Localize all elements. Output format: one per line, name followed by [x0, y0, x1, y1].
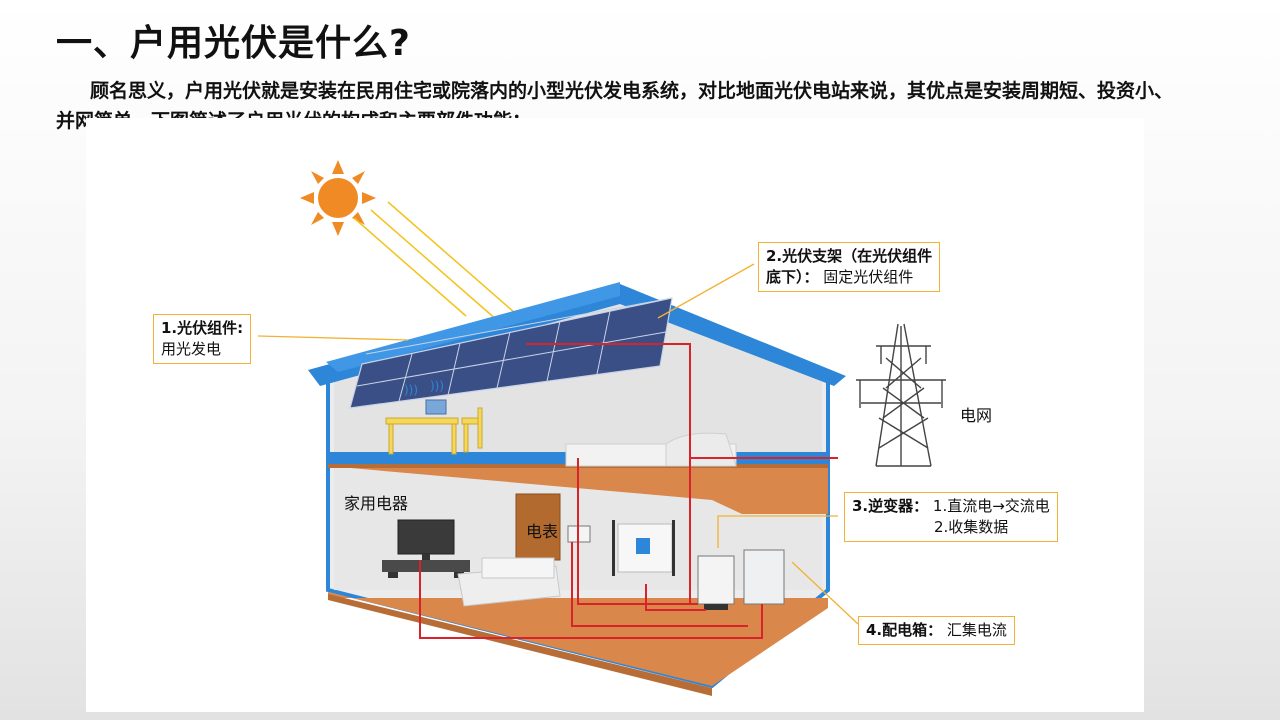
callout-inverter: 3.逆变器： 1.直流电→交流电 2.收集数据	[844, 492, 1058, 542]
monitor-icon	[612, 520, 675, 576]
callout-pv-module: 1.光伏组件: 用光发电	[153, 314, 252, 364]
wifi-icon: )))	[430, 379, 444, 393]
callout-inverter-line2: 2.收集数据	[934, 518, 1009, 536]
label-grid: 电网	[960, 406, 993, 425]
callout-inverter-heading: 3.逆变器：	[852, 497, 929, 515]
laptop	[425, 399, 447, 415]
callout-distribution-box: 4.配电箱： 汇集电流	[858, 616, 1015, 645]
door	[515, 493, 561, 561]
callout-pv-bracket-heading-1: 2.光伏支架（在光伏组件	[766, 247, 933, 265]
callout-distribution-box-text: 汇集电流	[946, 621, 1007, 639]
callout-pv-bracket: 2.光伏支架（在光伏组件 底下）： 固定光伏组件	[758, 242, 941, 292]
callout-pv-bracket-heading-2: 底下）：	[766, 268, 819, 286]
wiring	[419, 343, 838, 639]
callout-pv-module-heading: 1.光伏组件:	[161, 319, 244, 337]
solar-panels	[349, 297, 673, 409]
inverter-icon	[697, 555, 735, 610]
power-tower-icon	[856, 323, 946, 467]
house-illustration: ))) )))	[257, 160, 946, 696]
wifi-icon: )))	[404, 383, 418, 397]
sunlight-rays	[353, 201, 524, 322]
callout-distribution-box-heading: 4.配电箱：	[866, 621, 943, 639]
label-appliances: 家用电器	[344, 494, 409, 513]
callout-inverter-line1: 1.直流电→交流电	[932, 497, 1050, 515]
sun-icon	[300, 160, 376, 236]
callout-pv-bracket-text: 固定光伏组件	[823, 268, 914, 286]
label-meter: 电表	[526, 522, 559, 541]
pv-system-diagram: ))) )))	[86, 118, 1144, 712]
leader-lines	[257, 263, 859, 625]
sofa	[457, 557, 561, 607]
distribution-box-icon	[743, 549, 785, 605]
desk-and-chair	[385, 407, 483, 455]
slide-title: 一、户用光伏是什么?	[56, 23, 411, 64]
callout-pv-module-text: 用光发电	[161, 340, 222, 358]
